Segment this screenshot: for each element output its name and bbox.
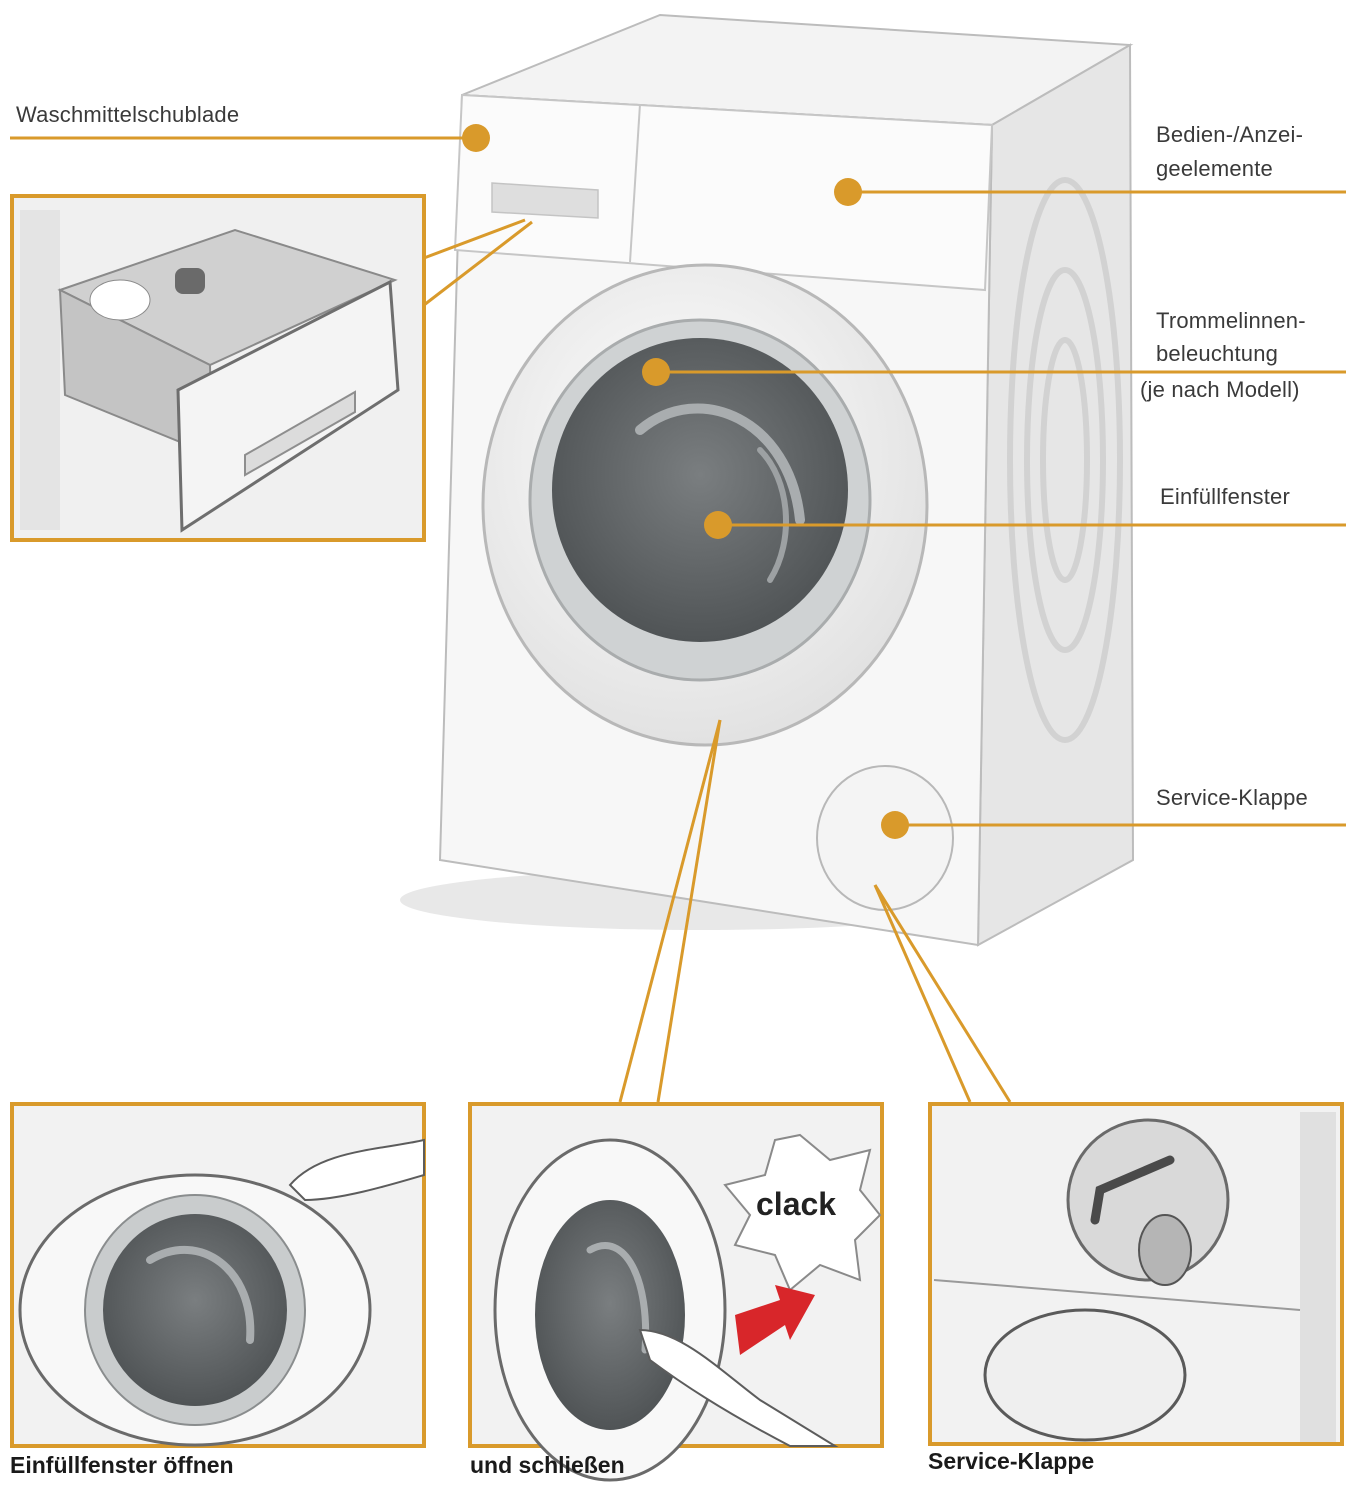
inset-connector-top xyxy=(423,218,526,260)
caption-service: Service-Klappe xyxy=(928,1448,1095,1474)
panel-open xyxy=(10,1102,426,1448)
dot-filling-window xyxy=(704,511,732,539)
caption-open: Einfüllfenster öffnen xyxy=(10,1452,234,1478)
door-glass xyxy=(552,338,848,642)
dot-detergent-drawer xyxy=(462,124,490,152)
clack-burst xyxy=(723,1133,882,1292)
caption-close: und schließen xyxy=(470,1452,625,1478)
label-controls-line1: Bedien-/Anzei- xyxy=(1156,122,1304,147)
lint-filter xyxy=(1138,1214,1192,1286)
label-controls-line2: geelemente xyxy=(1156,156,1273,181)
drawer-handle[interactable] xyxy=(491,182,599,219)
dot-controls xyxy=(834,178,862,206)
label-drum-light-line1: Trommelinnen- xyxy=(1156,308,1306,333)
washing-machine xyxy=(400,13,1135,947)
label-drum-light-line3: (je nach Modell) xyxy=(1140,377,1300,402)
side-panel-embossing xyxy=(1007,177,1123,743)
hand-open xyxy=(288,1138,425,1202)
drum-highlight xyxy=(635,403,805,525)
flap-cover-open xyxy=(983,1308,1187,1442)
drain-hose xyxy=(1090,1155,1175,1225)
close-arrow xyxy=(735,1285,815,1355)
control-panel-outline xyxy=(453,93,994,292)
dot-service-flap xyxy=(881,811,909,839)
label-drum-light-line2: beleuchtung xyxy=(1156,341,1279,366)
hand-close xyxy=(638,1328,839,1447)
label-detergent-drawer: Waschmittelschublade xyxy=(16,102,240,127)
machine-side xyxy=(976,43,1135,947)
panel-close xyxy=(468,1102,884,1482)
drawer-divider xyxy=(629,103,641,263)
panel-connectors xyxy=(618,719,1012,1103)
label-filling-window: Einfüllfenster xyxy=(1160,484,1290,509)
callout-dots xyxy=(462,124,909,839)
callout-leaders xyxy=(10,136,1346,827)
inset-connector-bottom xyxy=(423,220,533,307)
label-service-flap: Service-Klappe xyxy=(1156,785,1308,810)
clack-text: clack xyxy=(756,1186,837,1222)
drawer-inset xyxy=(10,194,426,542)
dot-drum-light xyxy=(642,358,670,386)
drum-highlight-2 xyxy=(757,447,789,583)
panel-service xyxy=(928,1102,1344,1446)
service-flap[interactable] xyxy=(816,765,954,911)
